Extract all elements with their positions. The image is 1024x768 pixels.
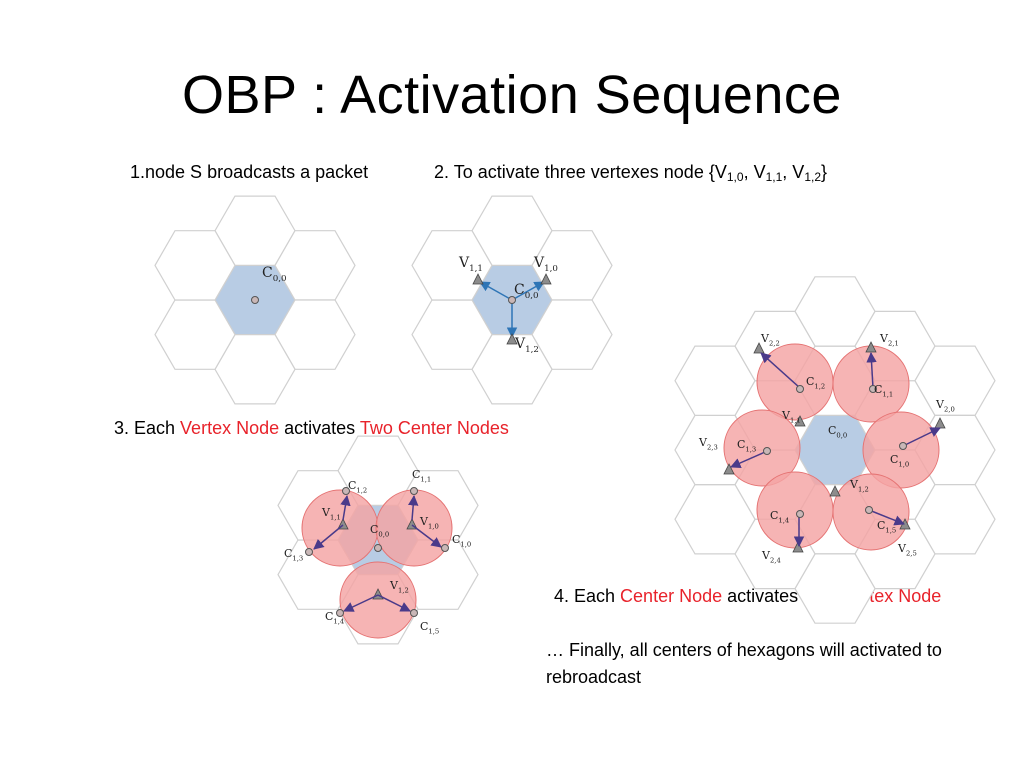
center-node-c12 xyxy=(342,487,350,495)
label-v20: V2,0 xyxy=(935,398,955,413)
center-node-c13 xyxy=(305,548,313,556)
step-2-caption: 2. To activate three vertexes node {V1,0… xyxy=(434,160,827,184)
label-v11: V1,1 xyxy=(321,506,341,521)
center-node-c11 xyxy=(410,487,418,495)
step-2-v10: V xyxy=(714,162,727,182)
arrow-c10-to-v20 xyxy=(902,427,941,447)
vertex-v10 xyxy=(540,273,552,285)
center-node-c00 xyxy=(508,296,516,304)
label-c10: C1,0 xyxy=(452,533,471,548)
label-c12: C1,2 xyxy=(806,375,825,390)
arrow-v10-to-c10 xyxy=(411,524,442,548)
label-v12: V1,2 xyxy=(849,478,869,493)
step-3-middle: activates xyxy=(279,418,360,438)
circle-c14 xyxy=(756,471,834,549)
arrow-v10-to-c11 xyxy=(407,494,419,521)
step-2-v12-sub: 1,2 xyxy=(804,170,821,184)
arrow-to-v11 xyxy=(479,281,513,301)
step-1-text: 1.node S broadcasts a packet xyxy=(130,162,369,182)
step-2-v12: V xyxy=(792,162,805,182)
label-v23: V2,3 xyxy=(698,436,718,451)
vertex-v11 xyxy=(794,415,806,427)
center-node-c00 xyxy=(374,544,382,552)
neighbor-hexagon xyxy=(411,230,493,301)
center-node-c15 xyxy=(865,506,873,514)
center-node-c12 xyxy=(796,385,804,393)
step-2-prefix: 2. To activate three vertexes node { xyxy=(434,162,715,182)
arrow-c11-to-v21 xyxy=(866,351,877,389)
label-v22: V2,2 xyxy=(760,332,780,347)
center-node-c13 xyxy=(763,447,771,455)
vertex-v12 xyxy=(829,485,841,497)
step-2-suffix: } xyxy=(821,162,828,182)
center-node-c00 xyxy=(251,296,259,304)
label-v25: V2,5 xyxy=(897,542,917,557)
diagram-step-1: C0,0 xyxy=(154,195,356,405)
arrow-v12-to-c14 xyxy=(343,594,379,612)
label-c13: C1,3 xyxy=(737,438,756,453)
step-2-v11-sub: 1,1 xyxy=(765,170,783,184)
center-node-c10 xyxy=(441,544,449,552)
neighbor-hexagon xyxy=(154,230,236,301)
diagram-step-2: C0,0 V1,0 V1,1V1,2 xyxy=(411,195,613,405)
vertex-v22 xyxy=(753,342,765,354)
arrow-c15-to-v25 xyxy=(868,509,905,526)
vertex-v23 xyxy=(723,463,735,475)
arrow-c12-to-v22 xyxy=(760,352,801,389)
label-c15: C1,5 xyxy=(877,519,896,534)
final-note: … Finally, all centers of hexagons will … xyxy=(546,640,942,687)
label-c00: C0,0 xyxy=(828,424,847,439)
center-node-c14 xyxy=(336,609,344,617)
arrow-v11-to-c13 xyxy=(313,524,344,550)
label-c00: C0,0 xyxy=(514,282,539,301)
label-c15: C1,5 xyxy=(420,620,439,635)
center-node-c11 xyxy=(869,385,877,393)
label-v24: V2,4 xyxy=(761,549,781,564)
label-v11: V1,1 xyxy=(458,255,483,274)
label-c00: C0,0 xyxy=(370,523,389,538)
step-3-caption: 3. Each Vertex Node activates Two Center… xyxy=(114,416,509,440)
label-c13: C1,3 xyxy=(284,547,303,562)
arrow-v11-to-c12 xyxy=(340,494,351,521)
step-2-sep1: , xyxy=(743,162,754,182)
arrow-v12-to-c15 xyxy=(377,594,411,612)
vertex-v11 xyxy=(472,273,484,285)
circle-v12 xyxy=(339,561,417,639)
vertex-v12 xyxy=(506,333,518,345)
label-v12: V1,2 xyxy=(514,336,539,355)
step-4-prefix: 4. Each xyxy=(554,586,621,606)
label-c12: C1,2 xyxy=(348,479,367,494)
label-v10: V1,0 xyxy=(419,515,439,530)
label-c14: C1,4 xyxy=(770,509,789,524)
center-node-c10 xyxy=(899,442,907,450)
step-3-prefix: 3. Each xyxy=(114,418,181,438)
circle-c13 xyxy=(723,409,801,487)
label-c14: C1,4 xyxy=(325,610,344,625)
center-node-c14 xyxy=(796,510,804,518)
step-2-v10-sub: 1,0 xyxy=(726,170,744,184)
label-c10: C1,0 xyxy=(890,453,909,468)
slide-title: OBP : Activation Sequence xyxy=(182,65,842,125)
label-c11: C1,1 xyxy=(412,468,431,483)
step-2-v11: V xyxy=(753,162,766,182)
label-c11: C1,1 xyxy=(874,383,893,398)
arrow-c13-to-v23 xyxy=(730,451,766,468)
label-v12: V1,2 xyxy=(389,579,409,594)
step-4-middle: activates xyxy=(722,586,804,606)
label-v11: V1,1 xyxy=(781,409,801,424)
step-2-sep2: , xyxy=(782,162,793,182)
step-4-highlight-center: Center Node xyxy=(620,586,723,606)
label-v21: V2,1 xyxy=(879,332,899,347)
arrow-to-v10 xyxy=(511,281,545,301)
label-v10: V1,0 xyxy=(533,255,558,274)
step-3-highlight-vertex: Vertex Node xyxy=(180,418,280,438)
center-node-c15 xyxy=(410,609,418,617)
step-1-caption: 1.node S broadcasts a packet xyxy=(130,160,368,184)
label-c00: C0,0 xyxy=(262,265,287,284)
step-3-highlight-centers: Two Center Nodes xyxy=(359,418,509,438)
